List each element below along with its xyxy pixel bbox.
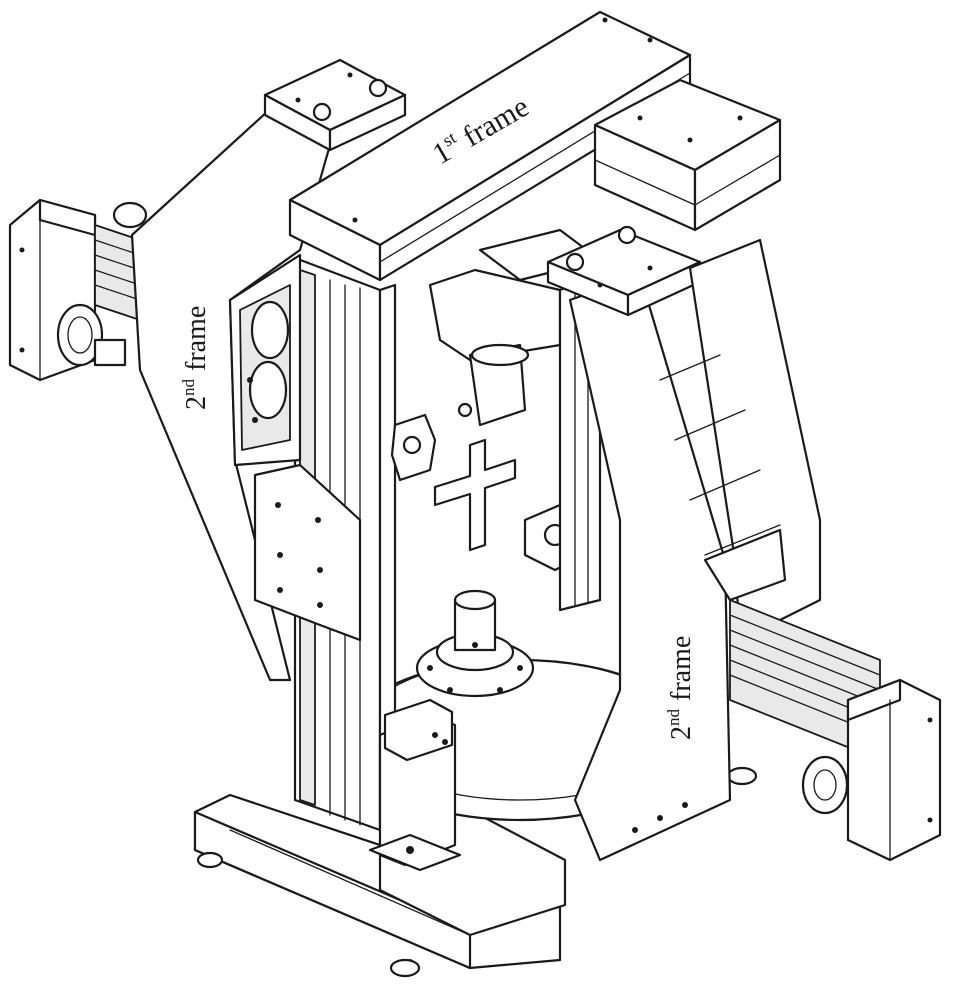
right-stepped-brace <box>659 238 822 642</box>
right-linear-actuator <box>729 599 942 862</box>
svg-text:2ndframe: 2nd frame <box>664 636 697 740</box>
left-frame-suffix: nd <box>179 379 198 397</box>
svg-text:2ndframe: 2nd frame <box>179 306 212 410</box>
right-frame-suffix: nd <box>664 709 683 727</box>
left-linear-actuator <box>8 198 148 382</box>
upper-spindle-assembly <box>428 228 602 427</box>
right-second-frame: 2nd frame <box>546 225 732 862</box>
left-carriage-plate <box>253 463 362 642</box>
first-frame: 1stframe <box>288 10 782 282</box>
left-frame-word: frame <box>181 306 212 371</box>
left-second-frame: 2nd frame <box>130 58 407 682</box>
cross-target <box>433 438 517 552</box>
right-frame-ordinal: 2 <box>666 726 697 740</box>
left-frame-ordinal: 2 <box>181 396 212 410</box>
base-motor <box>368 698 462 872</box>
right-frame-word: frame <box>666 636 697 701</box>
